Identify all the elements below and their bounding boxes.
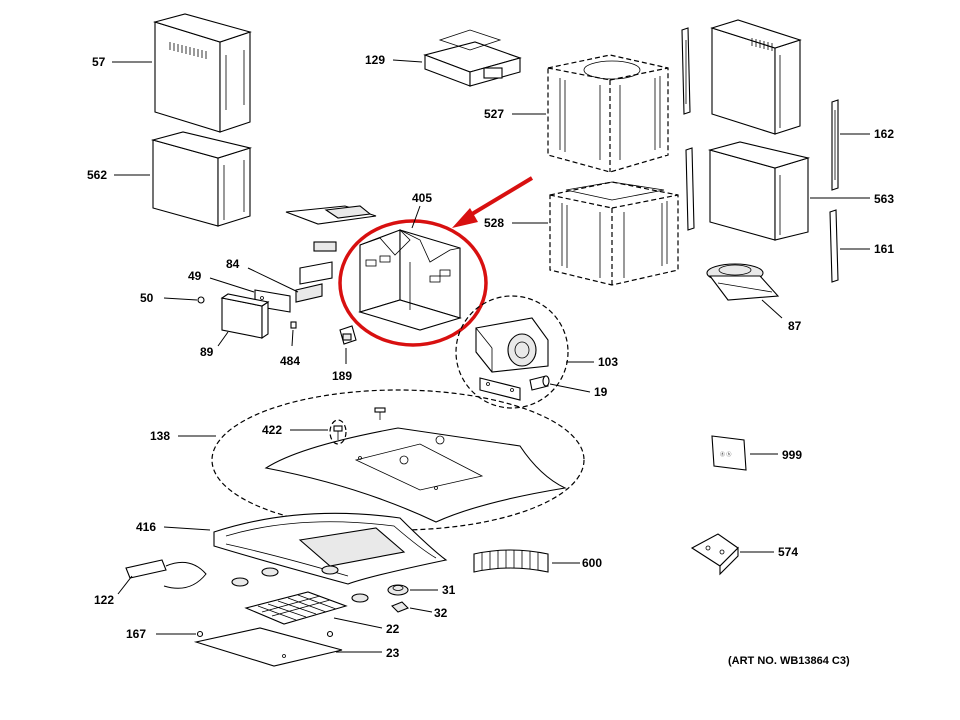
part-562-duct-cover-lower xyxy=(150,131,253,227)
part-161-rail xyxy=(829,209,839,283)
label-999: 999 xyxy=(782,448,802,462)
part-switch-bracket xyxy=(295,241,337,303)
label-129: 129 xyxy=(365,53,385,67)
highlight-circle xyxy=(338,219,488,347)
highlight-arrow xyxy=(452,176,534,228)
part-528-lower-frame xyxy=(549,181,679,286)
label-57: 57 xyxy=(92,55,106,69)
art-number: (ART NO. WB13864 C3) xyxy=(728,655,850,667)
part-422-bumper-group xyxy=(329,419,347,445)
part-57-duct-cover-upper xyxy=(153,13,252,133)
label-416: 416 xyxy=(136,520,156,534)
label-484: 484 xyxy=(280,354,300,368)
part-glass-support-screw xyxy=(374,407,386,420)
label-161: 161 xyxy=(874,242,894,256)
part-32-clip xyxy=(391,601,409,613)
part-50-screw xyxy=(197,296,205,304)
part-527-upper-frame xyxy=(547,54,669,173)
label-562: 562 xyxy=(87,168,107,182)
label-600: 600 xyxy=(582,556,602,570)
label-422: 422 xyxy=(262,423,282,437)
part-19-capacitor xyxy=(529,375,550,391)
part-574-mount-bracket xyxy=(690,533,739,576)
part-87-damper xyxy=(706,263,780,301)
part-189-switch xyxy=(339,325,357,345)
label-19: 19 xyxy=(594,385,608,399)
label-574: 574 xyxy=(778,545,798,559)
label-32: 32 xyxy=(434,606,448,620)
label-23: 23 xyxy=(386,646,400,660)
part-122-connector xyxy=(125,559,207,589)
part-bulb-sockets xyxy=(231,565,369,603)
part-484-clip xyxy=(290,321,297,329)
part-167-screw xyxy=(196,630,334,638)
part-405-bracket xyxy=(358,229,462,331)
part-31-lamp-holder xyxy=(387,584,409,596)
label-189: 189 xyxy=(332,369,352,383)
label-528: 528 xyxy=(484,216,504,230)
part-563-lower-channel-panel xyxy=(685,141,811,241)
manual-text: ⓖ ⓗ xyxy=(720,451,731,458)
part-600-light-bar xyxy=(473,549,549,573)
label-49: 49 xyxy=(188,269,202,283)
label-167: 167 xyxy=(126,627,146,641)
label-31: 31 xyxy=(442,583,456,597)
label-138: 138 xyxy=(150,429,170,443)
label-87: 87 xyxy=(788,319,802,333)
part-162-rail xyxy=(831,99,839,191)
part-canopy-glass xyxy=(264,427,567,523)
label-122: 122 xyxy=(94,593,114,607)
part-blower-motor-mount xyxy=(479,377,521,401)
label-50: 50 xyxy=(140,291,154,305)
label-563: 563 xyxy=(874,192,894,206)
part-416-hood-base xyxy=(213,512,448,585)
part-89-box xyxy=(220,293,270,340)
part-129-transition xyxy=(423,29,522,87)
label-103: 103 xyxy=(598,355,618,369)
part-control-cover xyxy=(285,205,377,225)
part-23-lens-panel xyxy=(193,627,343,667)
label-84: 84 xyxy=(226,257,240,271)
part-upper-channel-panel xyxy=(681,19,802,135)
label-527: 527 xyxy=(484,107,504,121)
part-999-manual: ⓖ ⓗ xyxy=(711,435,747,471)
part-blower-housing xyxy=(475,317,549,373)
label-162: 162 xyxy=(874,127,894,141)
part-422-bumper xyxy=(333,425,343,440)
part-22-grease-filter xyxy=(244,591,348,625)
label-22: 22 xyxy=(386,622,400,636)
part-103-blower-group xyxy=(455,295,569,409)
label-405: 405 xyxy=(412,191,432,205)
label-89: 89 xyxy=(200,345,214,359)
